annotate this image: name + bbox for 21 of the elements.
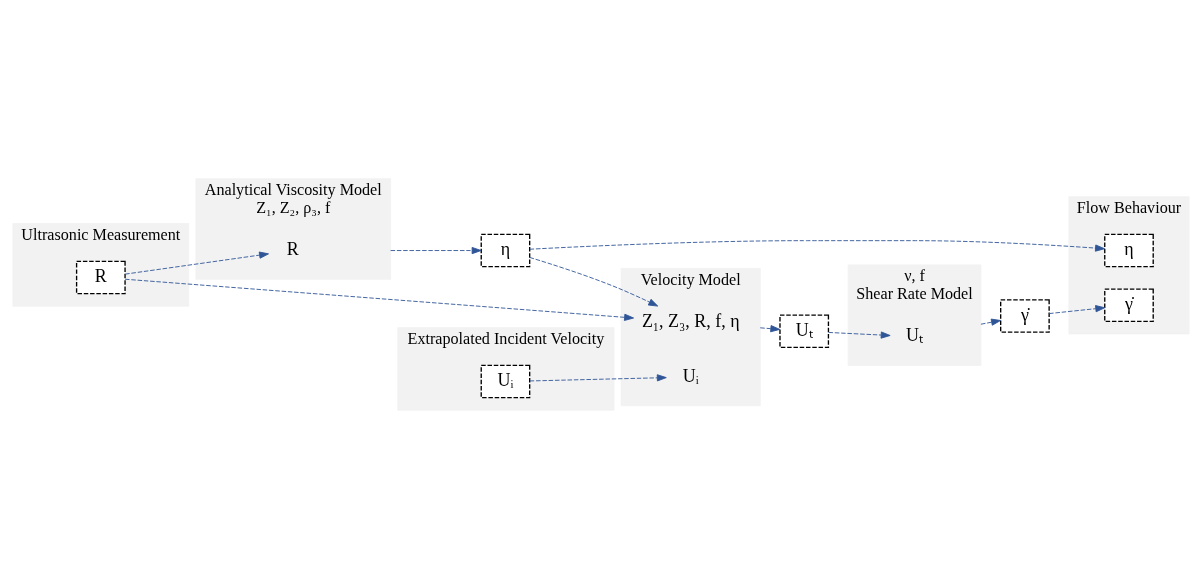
arrow: [759, 324, 781, 332]
arrow: [390, 246, 482, 254]
node-box: γ̇: [1104, 287, 1154, 322]
node-text: R: [286, 238, 299, 259]
node-box: γ̇: [1000, 298, 1050, 333]
node-box: η: [480, 233, 531, 267]
node-box: R: [75, 260, 126, 294]
arrow: [529, 239, 1105, 252]
arrow: [125, 251, 269, 275]
node-text: Uₜ: [906, 324, 924, 345]
arrow: [529, 256, 659, 306]
node-box: η: [1104, 233, 1154, 267]
node-box: Uᵢ: [480, 364, 531, 398]
arrow: [828, 330, 891, 339]
node-text: Z₁, Z₃, R, f, η: [641, 310, 740, 331]
arrow: [980, 318, 1001, 326]
arrow: [529, 373, 667, 381]
arrow: [124, 278, 634, 321]
node-box: Uₜ: [779, 313, 830, 348]
arrow: [1048, 304, 1106, 314]
node-text: Uᵢ: [682, 365, 699, 386]
